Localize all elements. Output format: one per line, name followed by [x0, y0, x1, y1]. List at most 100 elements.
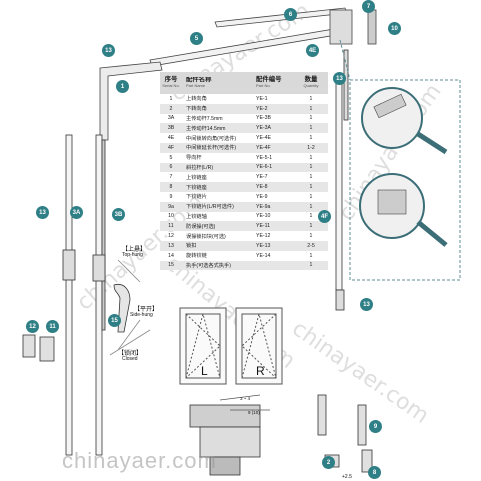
cell-serial: 6 [169, 164, 173, 171]
table-row: 10 上铰链轴 YE-10 1 [160, 212, 328, 222]
cell-partno: YE-13 [256, 242, 271, 249]
cell-name: 旋转铰链 [186, 253, 207, 260]
window-handle [109, 259, 151, 356]
callout-3a: 3A [70, 206, 83, 219]
detail-callout [339, 39, 461, 281]
cell-partno: YE-9 [256, 193, 268, 200]
cell-name: 下铰链片(L/R可选件) [186, 204, 234, 211]
cell-serial: 12 [168, 233, 174, 240]
cell-qty: 1 [309, 135, 313, 142]
cell-name: 中间锁转向角(可选件) [186, 135, 237, 142]
cell-name: 误操锁扣块(可选) [186, 233, 226, 240]
right-vertical-rod [335, 49, 349, 311]
label-side-hung-en: Side-hung [130, 312, 153, 318]
callout-15: 15 [108, 314, 121, 327]
dim-1: 3 ~ 4 [240, 396, 251, 401]
cell-serial: 8 [169, 184, 173, 191]
header-name-en: Part Name [186, 83, 206, 88]
window-right-label: R [256, 364, 265, 378]
cell-partno: YE-4F [256, 144, 271, 151]
cell-name: 防误操(可选) [186, 223, 216, 230]
cell-serial: 7 [169, 174, 173, 181]
cell-qty: 1 [309, 95, 313, 102]
cell-serial: 9 [169, 193, 173, 200]
callout-7: 7 [362, 0, 375, 13]
cell-name: 导向杆 [186, 155, 202, 162]
table-row: 5 导向杆 YE-5-1 1 [160, 153, 328, 163]
cell-serial: 5 [169, 154, 173, 161]
label-side-hung-zh: 【平开】 [134, 307, 159, 313]
cell-qty: 1 [309, 154, 313, 161]
cell-name: 执手(可选各式执手) [186, 262, 231, 269]
top-rod-assembly [149, 7, 377, 67]
table-row: 13 锁扣 YE-13 2-5 [160, 240, 328, 251]
header-serial: 序号 [164, 76, 178, 83]
cell-partno: YE-8 [256, 184, 268, 191]
callout-11: 11 [46, 320, 59, 333]
cell-name: 斜拉杆(L/R) [186, 164, 214, 171]
cell-serial: 3B [167, 125, 175, 132]
callout-13c: 13 [333, 72, 346, 85]
cell-partno: YE-2 [256, 105, 268, 112]
cell-serial: 14 [168, 252, 174, 259]
cell-qty: 1 [309, 125, 313, 132]
cell-name: 锁扣 [186, 243, 197, 250]
cell-partno: YE-10 [256, 213, 271, 220]
cell-qty: 1 [309, 105, 313, 112]
label-top-hung-en: Top-hung [122, 252, 143, 258]
cell-name: 下铰链片 [186, 194, 207, 201]
cell-partno: YE-3B [256, 115, 271, 122]
cell-serial: 4F [167, 144, 175, 151]
table-row: 4E 中间锁转向角(可选件) YE-4E 1 [160, 133, 328, 143]
callout-13d: 13 [360, 298, 373, 311]
cell-qty: 1-2 [307, 144, 315, 151]
cell-qty: 1 [309, 213, 313, 220]
callout-1: 1 [116, 80, 129, 93]
cell-qty: 1 [309, 174, 313, 181]
table-row: 9 下铰链片 YE-9 1 [160, 192, 328, 202]
dim-3: +2.5 [342, 474, 352, 480]
cell-qty: 1 [309, 184, 313, 191]
cell-partno: YE-4E [256, 135, 271, 142]
cell-serial: 13 [168, 242, 174, 249]
cell-qty: 2-5 [307, 242, 315, 249]
cell-name: 上铰链轴 [186, 213, 207, 220]
label-top-hung-zh: 【上悬】 [122, 247, 147, 253]
callout-13a: 13 [102, 44, 115, 57]
cell-name: 下铰链座 [186, 184, 207, 191]
cell-partno: YE-5-1 [256, 154, 273, 161]
callout-8: 8 [368, 466, 381, 479]
window-left-label: L [201, 364, 208, 378]
cell-serial: 4E [167, 135, 175, 142]
cell-serial: 1 [169, 95, 173, 102]
cell-qty: 1 [309, 193, 313, 200]
cell-name: 上转向角 [186, 96, 207, 103]
cell-serial: 10 [168, 213, 174, 220]
dim-2: 9 (10) [248, 410, 260, 415]
callout-6: 6 [284, 8, 297, 21]
cell-name: 主传动杆7.5mm [186, 115, 223, 122]
bottom-parts [22, 334, 373, 473]
cell-qty: 1 [309, 262, 313, 269]
callout-12: 12 [26, 320, 39, 333]
cell-qty: 1 [309, 233, 313, 240]
callout-13b: 13 [36, 206, 49, 219]
cell-serial: 9a [168, 203, 174, 210]
callout-4f: 4F [318, 210, 331, 223]
cell-serial: 2 [169, 105, 173, 112]
callout-5: 5 [190, 32, 203, 45]
cell-partno: YE-11 [256, 223, 271, 230]
cell-serial: 3A [167, 115, 175, 122]
